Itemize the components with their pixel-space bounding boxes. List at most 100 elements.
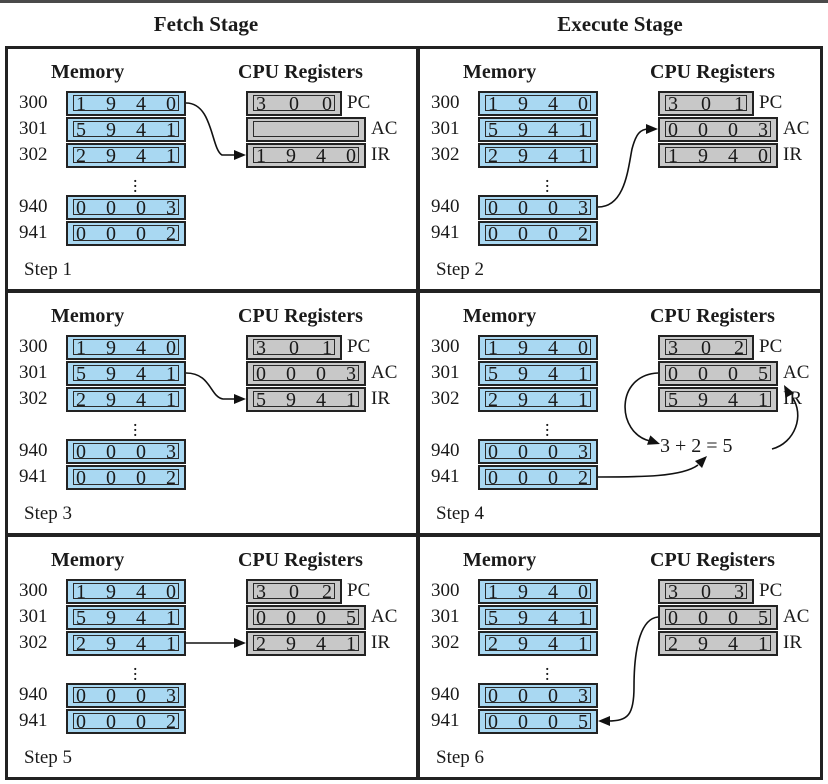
arrow-memory-300-to-ir [185, 102, 237, 156]
register-ac [246, 117, 366, 142]
register-pc-inner [665, 583, 747, 599]
memory-header: Memory [51, 305, 125, 327]
register-label-pc: PC [759, 336, 783, 357]
register-ac-inner [665, 609, 771, 625]
memory-address-941: 941 [431, 710, 460, 731]
memory-cell-301-inner [485, 121, 591, 137]
memory-header: Memory [463, 61, 537, 83]
memory-address-302: 302 [431, 632, 460, 653]
memory-cell-300-inner [485, 583, 591, 599]
memory-cell-940-inner [73, 443, 179, 459]
memory-cell-302-inner [485, 147, 591, 163]
register-label-ac: AC [371, 362, 398, 383]
memory-cell-940-inner [485, 199, 591, 215]
memory-cell-302-inner [485, 635, 591, 651]
memory-cell-940-inner [485, 687, 591, 703]
memory-cell-941-inner [485, 225, 591, 241]
memory-header: Memory [51, 549, 125, 571]
register-pc-inner [253, 583, 335, 599]
memory-cell-302-inner [485, 391, 591, 407]
register-label-ir: IR [783, 144, 802, 165]
memory-address-302: 302 [431, 388, 460, 409]
register-ac-inner [253, 609, 359, 625]
data-flow-arrows [185, 372, 246, 404]
memory-header: Memory [463, 549, 537, 571]
memory-header: Memory [51, 61, 125, 83]
data-flow-arrows [186, 638, 246, 648]
memory-cell-940-inner [485, 443, 591, 459]
memory-address-941: 941 [19, 466, 48, 487]
memory-address-301: 301 [19, 362, 48, 383]
memory-cell-302-inner [73, 635, 179, 651]
register-ir-inner [253, 635, 359, 651]
memory-address-941: 941 [431, 222, 460, 243]
data-flow-arrows [598, 616, 659, 726]
memory-cell-941-inner [73, 225, 179, 241]
step-label: Step 1 [24, 259, 73, 280]
arrow-ac-to-adder [624, 372, 659, 442]
memory-address-302: 302 [19, 144, 48, 165]
memory-cell-940-inner [73, 199, 179, 215]
memory-cell-941-inner [485, 713, 591, 729]
addition-equation: 3 + 2 = 5 [660, 435, 733, 457]
memory-address-301: 301 [431, 606, 460, 627]
memory-address-301: 301 [431, 118, 460, 139]
memory-address-300: 300 [19, 92, 48, 113]
arrowhead [647, 435, 660, 445]
register-label-ac: AC [783, 362, 810, 383]
register-ir-inner [253, 391, 359, 407]
memory-cell-301-inner [73, 121, 179, 137]
memory-address-940: 940 [19, 684, 48, 705]
register-pc-inner [253, 339, 335, 355]
memory-address-941: 941 [19, 710, 48, 731]
memory-address-300: 300 [431, 580, 460, 601]
memory-cell-301-inner [485, 609, 591, 625]
memory-address-300: 300 [19, 580, 48, 601]
register-ir-inner [665, 391, 771, 407]
memory-address-300: 300 [19, 336, 48, 357]
fetch-stage-title: Fetch Stage [153, 12, 259, 36]
memory-cell-302-inner [73, 147, 179, 163]
